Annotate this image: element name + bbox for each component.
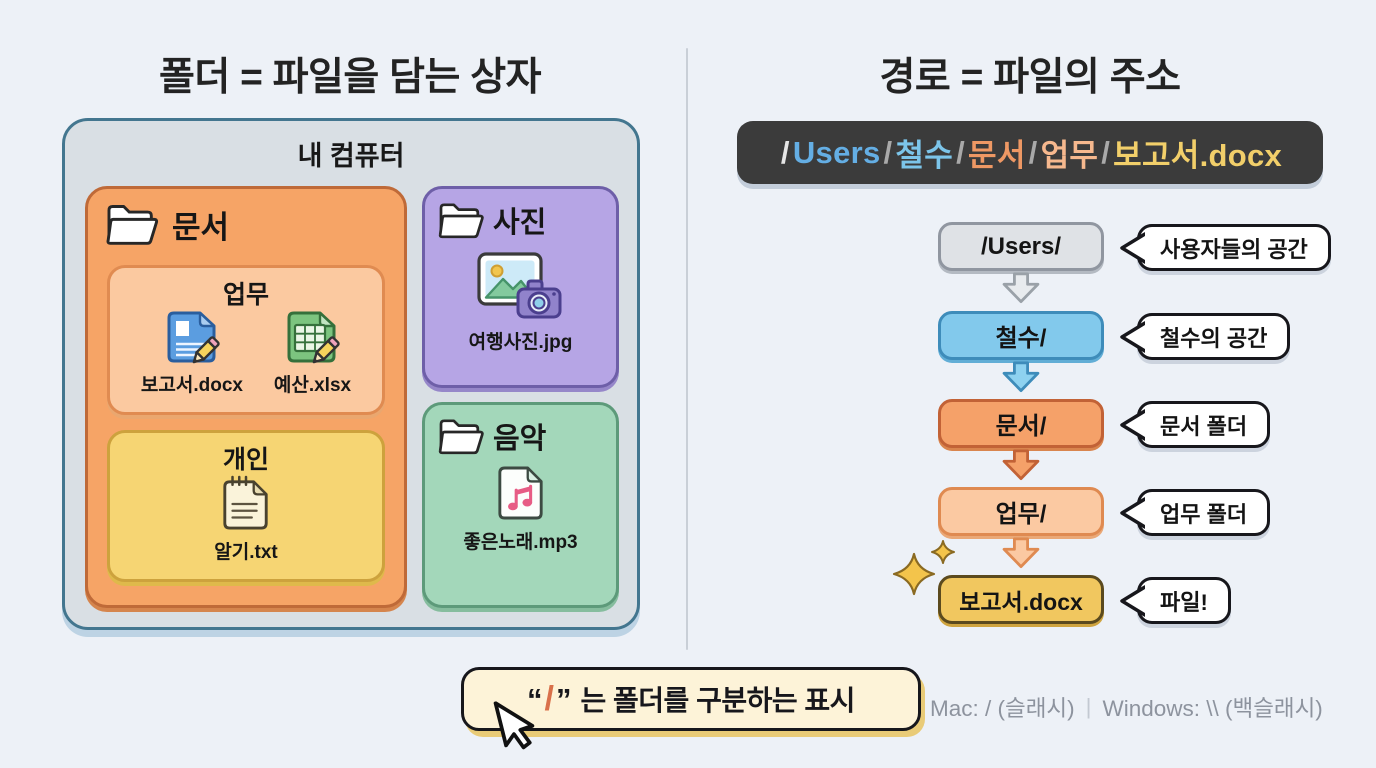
file-name: 보고서.docx — [140, 375, 243, 396]
documents-folder-head: 문서 — [104, 201, 229, 247]
file-name: 좋은노래.mp3 — [463, 532, 578, 553]
mouse-cursor-icon — [493, 701, 535, 750]
slash-note-box: “ / ” 는 폴더를 구분하는 표시 — [461, 667, 921, 731]
down-arrow-icon — [1002, 361, 1040, 393]
music-file-icon — [496, 463, 546, 523]
bubble-text: 철수의 공간 — [1160, 325, 1268, 351]
file-name: 예산.xlsx — [273, 375, 352, 396]
work-files-row: 보고서.docx — [110, 308, 382, 397]
left-section-title: 폴더 = 파일을 담는 상자 — [158, 56, 542, 99]
path-step-cheolsu: 철수/ — [938, 311, 1104, 360]
photos-folder-box: 사진 — [422, 186, 619, 388]
speech-bubble-tail-icon — [1120, 231, 1145, 264]
photos-folder-label: 사진 — [493, 207, 547, 239]
path-separator: / — [883, 134, 893, 170]
personal-files-row: 알기.txt — [110, 475, 382, 564]
blue-document-pencil-icon — [163, 308, 221, 366]
path-separator: / — [956, 134, 966, 170]
my-computer-label: 내 컴퓨터 — [297, 141, 405, 171]
bubble-text: 문서 폴더 — [1160, 413, 1248, 439]
photos-folder-head: 사진 — [437, 199, 546, 241]
my-computer-box: 내 컴퓨터 문서 업무 — [62, 118, 640, 630]
bubble-text: 업무 폴더 — [1160, 501, 1248, 527]
down-arrow-icon — [1002, 272, 1040, 304]
os-path-note: Mac: / (슬래시) | Windows: \\ (백슬래시) — [930, 691, 1330, 723]
file-item-travel-photo: 여행사진.jpg — [468, 251, 573, 354]
file-item-song: 좋은노래.mp3 — [463, 463, 578, 554]
path-segment-users: Users — [792, 134, 881, 170]
bubble-documents-folder: 문서 폴더 — [1120, 401, 1271, 448]
work-subfolder-box: 업무 — [107, 265, 385, 415]
slash-note-text: 는 폴더를 구분하는 표시 — [580, 685, 856, 716]
right-section-title: 경로 = 파일의 주소 — [879, 56, 1181, 99]
path-step-work: 업무/ — [938, 487, 1104, 536]
bubble-text: 사용자들의 공간 — [1160, 236, 1308, 262]
file-name: 알기.txt — [214, 542, 278, 563]
section-divider — [686, 48, 688, 650]
path-bar: /Users/철수/문서/업무/보고서.docx — [737, 121, 1323, 184]
mac-path-note: Mac: / (슬래시) — [930, 696, 1075, 721]
file-item-diary: 알기.txt — [214, 475, 278, 564]
music-folder-head: 음악 — [437, 415, 546, 457]
personal-folder-label: 개인 — [222, 446, 269, 474]
file-item-budget: 예산.xlsx — [274, 308, 351, 397]
path-segment-documents: 문서 — [968, 138, 1026, 173]
path-segment-work: 업무 — [1040, 138, 1099, 173]
documents-folder-box: 문서 업무 — [85, 186, 407, 608]
file-item-report: 보고서.docx — [141, 308, 243, 397]
note-divider: | — [1085, 694, 1092, 719]
path-separator: / — [1028, 134, 1038, 170]
speech-bubble-tail-icon — [1120, 584, 1145, 617]
speech-bubble-tail-icon — [1120, 496, 1145, 529]
path-separator: / — [1101, 134, 1111, 170]
speech-bubble-tail-icon — [1120, 320, 1145, 353]
speech-bubble-tail-icon — [1120, 408, 1145, 441]
quote-open: “ — [527, 681, 543, 717]
documents-folder-label: 문서 — [172, 209, 230, 245]
bubble-file: 파일! — [1120, 577, 1231, 624]
bubble-users-space: 사용자들의 공간 — [1120, 224, 1331, 271]
slash-character: / — [544, 680, 554, 718]
bubble-work-folder: 업무 폴더 — [1120, 489, 1271, 536]
personal-subfolder-box: 개인 알기.txt — [107, 430, 385, 582]
path-segment-cheolsu: 철수 — [895, 138, 954, 173]
bubble-text: 파일! — [1160, 589, 1208, 615]
open-folder-icon — [437, 416, 485, 456]
work-folder-label: 업무 — [222, 281, 269, 309]
music-folder-label: 음악 — [493, 423, 547, 455]
windows-path-note: Windows: \\ (백슬래시) — [1102, 696, 1323, 721]
path-segment-file: 보고서.docx — [1113, 138, 1283, 173]
memo-note-icon — [220, 475, 272, 533]
path-step-documents: 문서/ — [938, 399, 1104, 448]
file-name: 여행사진.jpg — [468, 332, 573, 353]
down-arrow-icon — [1002, 449, 1040, 481]
photo-camera-icon — [476, 251, 564, 323]
green-spreadsheet-pencil-icon — [283, 308, 341, 366]
bubble-cheolsu-space: 철수의 공간 — [1120, 313, 1291, 360]
down-arrow-icon — [1002, 537, 1040, 569]
path-step-users: /Users/ — [938, 222, 1104, 271]
music-files-row: 좋은노래.mp3 — [425, 463, 616, 554]
path-separator: / — [780, 134, 790, 170]
quote-close: ” — [556, 681, 572, 717]
sparkle-stars-icon — [892, 540, 955, 596]
path-step-file: 보고서.docx — [938, 575, 1104, 624]
open-folder-icon — [104, 201, 160, 247]
music-folder-box: 음악 좋은노래.mp3 — [422, 402, 619, 608]
photos-files-row: 여행사진.jpg — [425, 251, 616, 354]
open-folder-icon — [437, 200, 485, 240]
